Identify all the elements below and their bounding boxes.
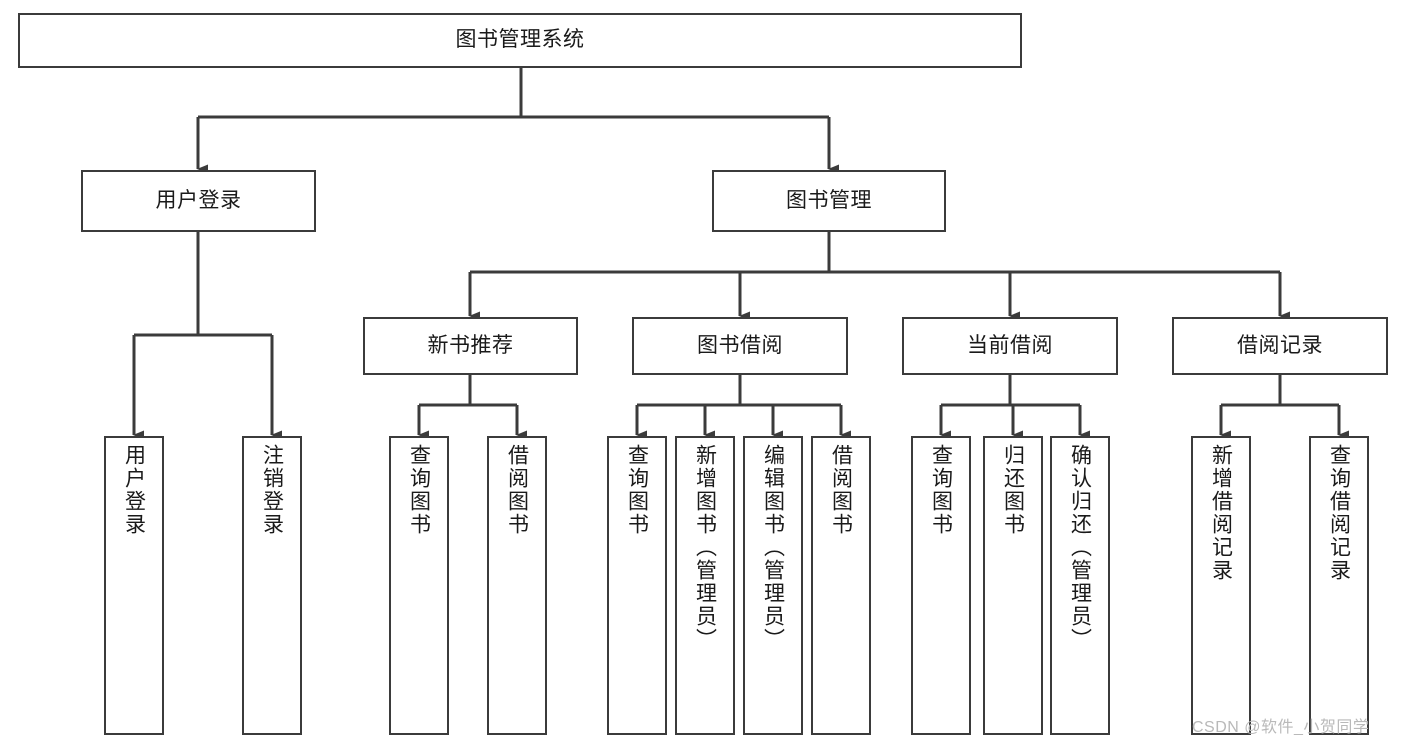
node-user-login[interactable]: 用户登录 [81,170,316,232]
node-label: 图书借阅 [697,333,783,357]
node-label: 新书推荐 [427,333,514,357]
node-label: 借阅图书 [505,444,529,536]
node-label: 查询图书 [929,444,953,536]
node-leaf-user-login[interactable]: 用户登录 [104,436,164,735]
node-label: 当前借阅 [967,333,1053,357]
node-leaf-cb-return[interactable]: 归还图书 [983,436,1043,735]
node-label: 用户登录 [122,444,146,536]
node-label: 查询图书 [625,444,649,536]
connector-lines [132,68,1349,440]
node-label: 新增图书（管理员） [693,444,717,651]
node-new-book-rec[interactable]: 新书推荐 [363,317,578,375]
node-current-borrow[interactable]: 当前借阅 [902,317,1118,375]
node-leaf-cb-query[interactable]: 查询图书 [911,436,971,735]
node-label: 归还图书 [1001,444,1025,536]
node-label: 查询借阅记录 [1327,444,1351,582]
node-label: 查询图书 [407,444,431,536]
node-leaf-bb-add[interactable]: 新增图书（管理员） [675,436,735,735]
node-leaf-cb-confirm[interactable]: 确认归还（管理员） [1050,436,1110,735]
node-leaf-rec-borrow[interactable]: 借阅图书 [487,436,547,735]
node-leaf-bb-edit[interactable]: 编辑图书（管理员） [743,436,803,735]
node-label: 注销登录 [260,444,284,536]
node-leaf-user-logout[interactable]: 注销登录 [242,436,302,735]
node-leaf-rec-query[interactable]: 查询图书 [389,436,449,735]
node-leaf-bb-query[interactable]: 查询图书 [607,436,667,735]
node-label: 图书管理系统 [455,28,585,52]
node-label: 用户登录 [155,188,242,212]
node-label: 新增借阅记录 [1209,444,1233,582]
node-borrow-record[interactable]: 借阅记录 [1172,317,1388,375]
node-label: 图书管理 [786,188,872,212]
node-label: 确认归还（管理员） [1068,444,1092,651]
node-book-borrow[interactable]: 图书借阅 [632,317,848,375]
node-label: 借阅图书 [829,444,853,536]
csdn-watermark: CSDN @软件_小贺同学 [1192,719,1370,736]
node-leaf-bb-borrow[interactable]: 借阅图书 [811,436,871,735]
node-label: 借阅记录 [1237,333,1323,357]
node-label: 编辑图书（管理员） [761,444,785,651]
node-leaf-br-add[interactable]: 新增借阅记录 [1191,436,1251,735]
node-book-manage[interactable]: 图书管理 [712,170,946,232]
node-leaf-br-query[interactable]: 查询借阅记录 [1309,436,1369,735]
node-root[interactable]: 图书管理系统 [18,13,1022,68]
